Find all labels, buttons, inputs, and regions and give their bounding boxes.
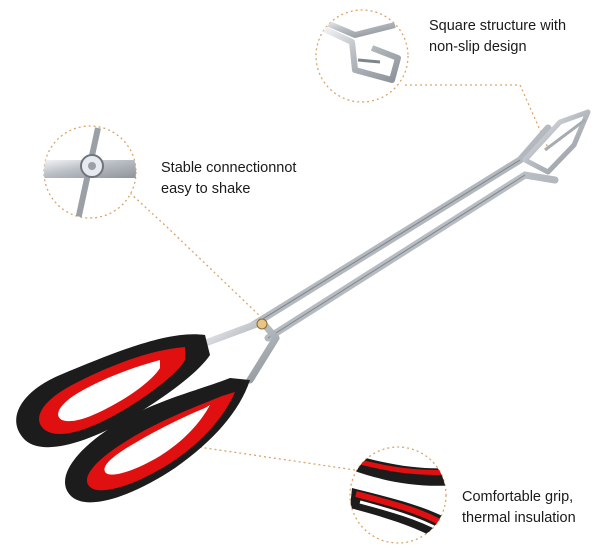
tong-tip-closeup-icon bbox=[315, 9, 409, 103]
callout-line: Comfortable grip, bbox=[462, 489, 574, 505]
callout-line: Stable connectionnot bbox=[161, 160, 297, 176]
callout-line: easy to shake bbox=[161, 181, 251, 197]
callout-line: thermal insulation bbox=[462, 510, 576, 526]
callout-line: Square structure with bbox=[429, 18, 567, 34]
callout-square-structure: Square structure with non-slip design bbox=[429, 16, 566, 58]
handle-lower bbox=[65, 378, 250, 503]
callout-comfortable-grip: Comfortable grip, thermal insulation bbox=[462, 487, 576, 529]
leader-line-grip bbox=[184, 444, 356, 471]
tongs bbox=[16, 109, 591, 503]
handle-upper bbox=[16, 334, 211, 448]
tong-arm-lower bbox=[264, 171, 559, 342]
leader-line-tip bbox=[405, 84, 549, 149]
leader-lines bbox=[129, 84, 549, 471]
handle-closeup-icon bbox=[349, 446, 447, 544]
callout-stable-connection: Stable connectionnot easy to shake bbox=[161, 158, 296, 200]
tong-arm-upper bbox=[249, 124, 552, 329]
pivot-rivet-closeup-icon bbox=[43, 125, 137, 219]
pivot-rivet bbox=[256, 318, 268, 330]
leader-line-pivot bbox=[129, 192, 263, 319]
callout-line: non-slip design bbox=[429, 39, 527, 55]
tong-tip bbox=[522, 109, 591, 175]
